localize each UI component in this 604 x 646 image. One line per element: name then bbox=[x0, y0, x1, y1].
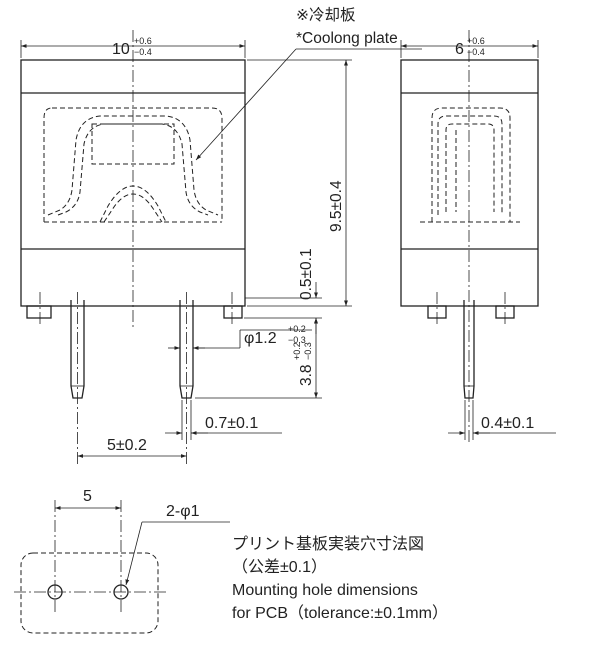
cooling-plate-label-jp: ※冷却板 bbox=[296, 6, 356, 24]
dim-body-height: 9.5±0.4 bbox=[247, 59, 352, 307]
side-body-outline bbox=[400, 59, 539, 307]
pcb-note-line4: for PCB（tolerance:±0.1mm） bbox=[232, 605, 448, 622]
pin-length-plus: +0.2 bbox=[292, 342, 302, 360]
pin-pitch-value: 5±0.2 bbox=[107, 437, 147, 454]
dim-pin-length: 3.8 +0.2 −0.3 bbox=[195, 318, 322, 399]
pcb-hole-right bbox=[113, 584, 129, 600]
front-width-minus: −0.4 bbox=[134, 47, 152, 57]
side-width-value: 6 bbox=[455, 41, 464, 58]
side-hidden-frame bbox=[420, 107, 520, 223]
side-pin-value: 0.4±0.1 bbox=[481, 415, 534, 432]
pcb-hole-left bbox=[47, 584, 63, 600]
pin-length-value: 3.8 bbox=[298, 364, 315, 386]
cooling-plate-inner bbox=[57, 123, 209, 216]
dim-side-pin: 0.4±0.1 bbox=[448, 400, 556, 440]
pcb-note-line1: プリント基板実装穴寸法図 bbox=[232, 536, 425, 553]
side-cooling-plate-outer bbox=[437, 115, 503, 215]
front-pin-left bbox=[70, 292, 85, 464]
pcb-outline bbox=[20, 552, 159, 634]
side-width-minus: −0.4 bbox=[467, 47, 485, 57]
pin-diameter-plus: +0.2 bbox=[288, 324, 306, 334]
dim-front-width: 10 +0.6 −0.4 bbox=[20, 36, 246, 58]
pcb-note: プリント基板実装穴寸法図 （公差±0.1） Mounting hole dime… bbox=[232, 533, 532, 625]
side-width-plus: +0.6 bbox=[467, 36, 485, 46]
pcb-hole-value: 2-φ1 bbox=[166, 503, 200, 520]
dim-pin-tip: 0.7±0.1 bbox=[165, 400, 282, 440]
dim-standoff: 0.5±0.1 bbox=[244, 248, 322, 334]
cooling-plate-window bbox=[91, 123, 175, 165]
standoff-value: 0.5±0.1 bbox=[298, 248, 315, 300]
dim-pin-diameter: φ1.2 +0.2 −0.3 bbox=[168, 324, 312, 350]
dim-side-width: 6 +0.6 −0.4 bbox=[400, 36, 539, 58]
front-view bbox=[20, 30, 246, 464]
pcb-pitch-value: 5 bbox=[83, 488, 92, 505]
pin-length-minus: −0.3 bbox=[303, 342, 313, 360]
pin-diameter-value: φ1.2 bbox=[244, 330, 277, 347]
pin-tip-value: 0.7±0.1 bbox=[205, 415, 258, 432]
dim-pin-pitch: 5±0.2 bbox=[77, 437, 187, 458]
pcb-hole-drawing: 5 2-φ1 bbox=[14, 488, 230, 634]
front-width-plus: +0.6 bbox=[134, 36, 152, 46]
body-height-value: 9.5±0.4 bbox=[328, 180, 345, 232]
front-standoff-right bbox=[223, 305, 243, 319]
cooling-plate-callout: ※冷却板 *Coolong plate bbox=[195, 6, 422, 161]
front-pin-right bbox=[179, 292, 194, 464]
side-view bbox=[400, 30, 539, 445]
front-width-value: 10 bbox=[112, 41, 130, 58]
pcb-note-line2: （公差±0.1） bbox=[232, 559, 328, 576]
side-pin bbox=[463, 300, 475, 445]
pin-diameter-minus: −0.3 bbox=[288, 335, 306, 345]
side-cooling-plate-inner bbox=[445, 123, 495, 212]
pcb-note-line3: Mounting hole dimensions bbox=[232, 582, 418, 599]
front-standoff-left bbox=[26, 305, 52, 319]
cooling-plate-label-en: *Coolong plate bbox=[296, 30, 398, 47]
